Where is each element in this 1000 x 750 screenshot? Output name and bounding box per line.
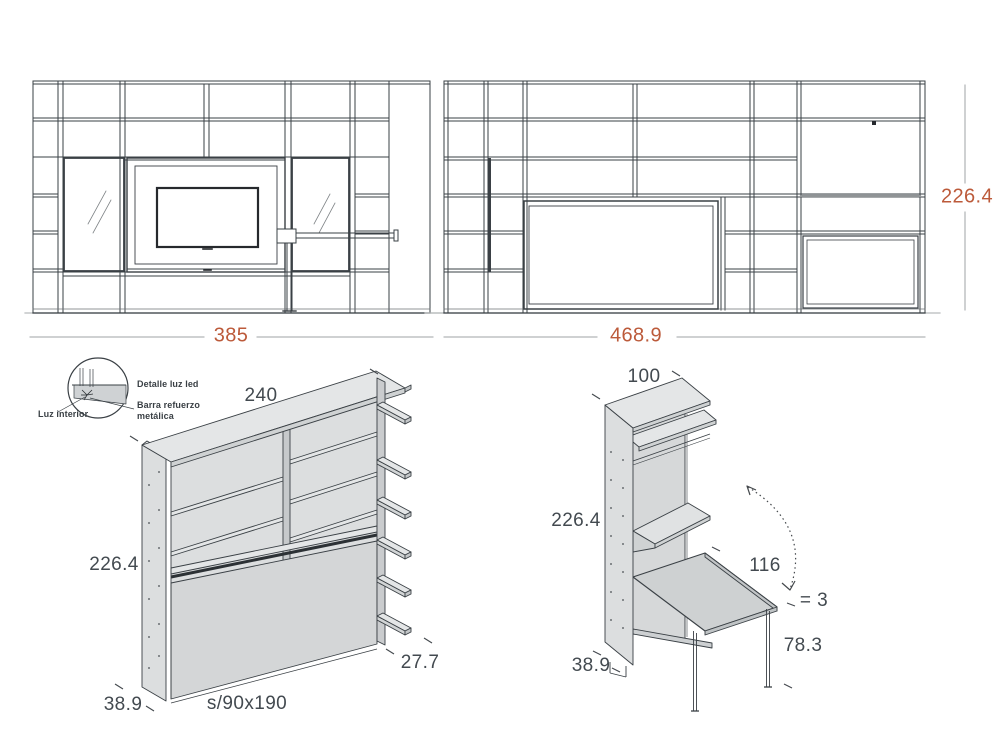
desk-left-side-panel (604, 404, 634, 666)
detail-title-led: Detalle luz led (137, 379, 199, 389)
door-knob (872, 121, 876, 125)
mirror-door-right (291, 157, 350, 272)
desk-storage-box (632, 502, 711, 553)
dimension-bed-width: 240 (244, 385, 278, 406)
desk-legs (691, 609, 772, 712)
leader-ticks-desk (591, 370, 796, 689)
desk-bar (276, 228, 399, 312)
bed-unit-isometric (57, 357, 433, 712)
dimension-shelf-depth: 27.7 (400, 652, 440, 673)
dimension-bed-depth: 38.9 (103, 694, 143, 715)
dimension-mattress-size: s/90x190 (206, 693, 288, 714)
bed-left-side-panel (141, 444, 167, 702)
metal-reinforcement-bar (170, 533, 378, 579)
fold-arrow (746, 485, 797, 591)
shelf-pin-holes-desk (610, 451, 624, 629)
led-light-icon (81, 389, 94, 401)
dimension-width-right-elevation: 468.9 (609, 324, 663, 347)
elevation-wall-bed-unit-4689 (424, 80, 966, 338)
fold-down-desk (632, 552, 778, 636)
tv-panel (126, 157, 286, 273)
dimension-desk-depth: 116 (749, 555, 781, 576)
tall-door-edge (488, 158, 491, 272)
led-detail-callout (57, 357, 135, 419)
dimension-height-right-elevation: 226.4 (940, 185, 994, 208)
dimension-desk-height: 78.3 (783, 635, 823, 656)
dimension-width-left-elevation: 385 (213, 324, 249, 347)
dimension-desk-unit-height: 226.4 (551, 510, 601, 531)
dimension-desk-thickness: = 3 (799, 590, 829, 611)
dimension-bed-height: 226.4 (89, 554, 139, 575)
elevation-wall-unit-385 (24, 80, 444, 338)
open-end-shelves (376, 401, 412, 636)
desk-unit-isometric (591, 370, 797, 712)
detail-label-reinforcement-bar: Barra refuerzo metálica (137, 400, 200, 421)
detail-label-interior-light: Luz interior (38, 409, 89, 419)
shelf-pin-holes (148, 471, 160, 669)
dimension-desk-unit-depth: 38.9 (571, 655, 611, 676)
leader-ticks-bed (114, 368, 433, 712)
mirror-door-left (63, 157, 125, 272)
cabinet-column (799, 121, 922, 309)
bed-right-end-panel (376, 377, 386, 646)
dimension-desk-unit-width: 100 (627, 366, 661, 387)
murphy-bed-front (523, 200, 719, 310)
tv-screen (155, 186, 260, 249)
